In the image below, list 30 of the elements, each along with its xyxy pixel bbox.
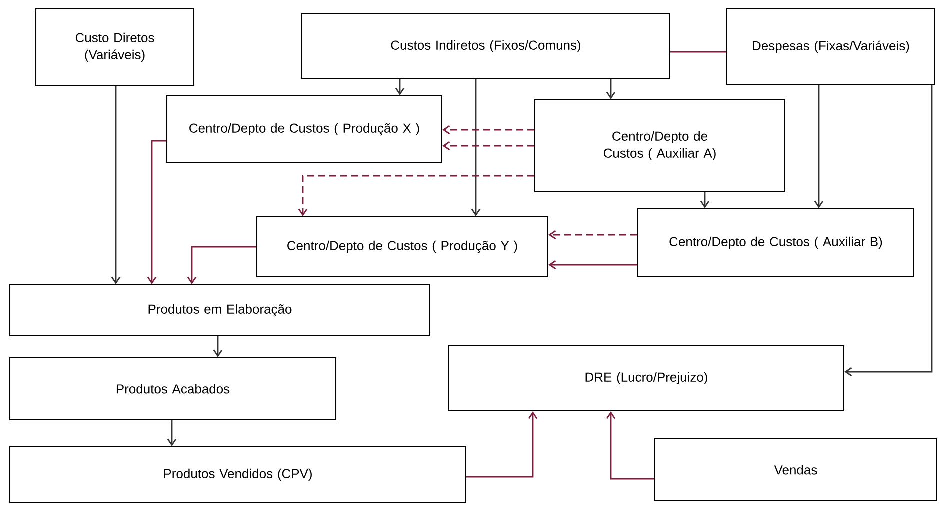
process-box: Centro/Depto de Custos ( Produção Y )	[256, 216, 548, 278]
arrow	[167, 420, 177, 446]
process-box: Produtos Acabados	[10, 358, 336, 420]
process-box: DRE (Lucro/Prejuizo)	[448, 346, 844, 412]
arrow	[471, 80, 481, 216]
arrow	[298, 175, 534, 216]
process-box: Produtos Vendidos (CPV)	[10, 446, 466, 504]
arrow	[111, 86, 121, 284]
process-box: Custos Indiretos (Fixos/Comuns)	[302, 14, 670, 80]
process-box: Despesas (Fixas/Variáveis)	[726, 8, 936, 86]
arrow	[606, 80, 616, 100]
arrow	[442, 125, 534, 135]
process-box: Centro/Depto de Custos ( Produção X )	[166, 96, 442, 164]
arrow	[548, 230, 638, 240]
process-box: Centro/Depto de Custos ( Auxiliar A)	[534, 100, 786, 192]
arrow	[395, 80, 405, 96]
arrow	[466, 412, 538, 478]
arrow	[844, 86, 933, 377]
process-box: Produtos em Elaboração	[10, 284, 430, 336]
arrow	[606, 412, 654, 480]
process-box: Vendas	[654, 438, 938, 502]
arrow	[213, 336, 223, 358]
process-box: Custo Diretos (Variáveis)	[36, 8, 194, 86]
process-box: Centro/Depto de Custos ( Auxiliar B)	[638, 208, 914, 278]
arrow	[814, 86, 824, 208]
arrow	[187, 246, 256, 284]
arrow	[548, 260, 638, 270]
arrow	[442, 141, 534, 151]
arrow	[147, 140, 166, 284]
arrow	[700, 192, 710, 208]
